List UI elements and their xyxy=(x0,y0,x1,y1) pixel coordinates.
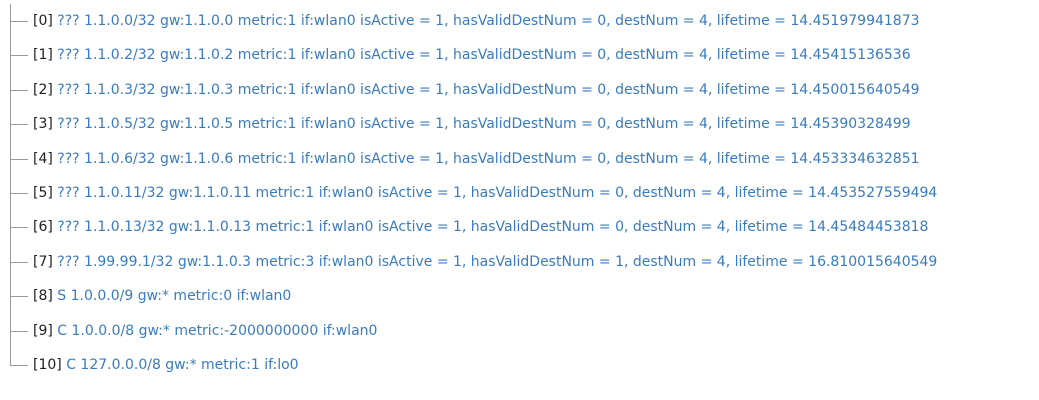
tree-row-10[interactable]: [10] C 127.0.0.0/8 gw:* metric:1 if:lo0 xyxy=(0,347,1039,382)
tree-row-3[interactable]: [3] ??? 1.1.0.5/32 gw:1.1.0.5 metric:1 i… xyxy=(0,107,1039,142)
tree-row-4[interactable]: [4] ??? 1.1.0.6/32 gw:1.1.0.6 metric:1 i… xyxy=(0,141,1039,176)
routing-table-tree: [0] ??? 1.1.0.0/32 gw:1.1.0.0 metric:1 i… xyxy=(0,4,1039,382)
route-entry: ??? 1.1.0.0/32 gw:1.1.0.0 metric:1 if:wl… xyxy=(57,13,920,29)
row-index: [3] xyxy=(33,116,53,133)
row-index: [4] xyxy=(33,150,53,167)
tree-row-5[interactable]: [5] ??? 1.1.0.11/32 gw:1.1.0.11 metric:1… xyxy=(0,175,1039,211)
tree-row-2[interactable]: [2] ??? 1.1.0.3/32 gw:1.1.0.3 metric:1 i… xyxy=(0,72,1039,108)
tree-row-6[interactable]: [6] ??? 1.1.0.13/32 gw:1.1.0.13 metric:1… xyxy=(0,210,1039,245)
route-entry: ??? 1.1.0.6/32 gw:1.1.0.6 metric:1 if:wl… xyxy=(57,150,920,167)
row-index: [7] xyxy=(33,253,53,270)
tree-branch-line xyxy=(10,347,30,382)
row-index: [0] xyxy=(33,13,53,29)
route-entry: ??? 1.1.0.2/32 gw:1.1.0.2 metric:1 if:wl… xyxy=(57,47,911,64)
tree-branch-line xyxy=(10,72,30,108)
tree-branch-line xyxy=(10,107,30,142)
row-index: [8] xyxy=(33,288,53,305)
tree-branch-line xyxy=(10,4,30,39)
route-entry: ??? 1.1.0.3/32 gw:1.1.0.3 metric:1 if:wl… xyxy=(57,81,920,98)
tree-branch-line xyxy=(10,38,30,73)
tree-branch-line xyxy=(10,313,30,348)
route-entry: S 1.0.0.0/9 gw:* metric:0 if:wlan0 xyxy=(57,288,292,305)
tree-branch-line xyxy=(10,141,30,176)
row-index: [9] xyxy=(33,322,53,339)
tree-row-1[interactable]: [1] ??? 1.1.0.2/32 gw:1.1.0.2 metric:1 i… xyxy=(0,38,1039,73)
row-index: [10] xyxy=(33,356,62,373)
route-entry: C 127.0.0.0/8 gw:* metric:1 if:lo0 xyxy=(66,356,299,373)
route-entry: ??? 1.1.0.13/32 gw:1.1.0.13 metric:1 if:… xyxy=(57,219,929,236)
row-index: [6] xyxy=(33,219,53,236)
route-entry: C 1.0.0.0/8 gw:* metric:-2000000000 if:w… xyxy=(57,322,378,339)
tree-row-7[interactable]: [7] ??? 1.99.99.1/32 gw:1.1.0.3 metric:3… xyxy=(0,244,1039,280)
tree-branch-line xyxy=(10,279,30,314)
row-index: [1] xyxy=(33,47,53,64)
row-index: [2] xyxy=(33,81,53,98)
route-entry: ??? 1.99.99.1/32 gw:1.1.0.3 metric:3 if:… xyxy=(57,253,938,270)
tree-branch-line xyxy=(10,210,30,245)
tree-row-8[interactable]: [8] S 1.0.0.0/9 gw:* metric:0 if:wlan0 xyxy=(0,279,1039,314)
route-entry: ??? 1.1.0.5/32 gw:1.1.0.5 metric:1 if:wl… xyxy=(57,116,911,133)
tree-row-0[interactable]: [0] ??? 1.1.0.0/32 gw:1.1.0.0 metric:1 i… xyxy=(0,4,1039,39)
row-index: [5] xyxy=(33,184,53,201)
route-entry: ??? 1.1.0.11/32 gw:1.1.0.11 metric:1 if:… xyxy=(57,184,938,201)
tree-branch-line xyxy=(10,244,30,280)
tree-branch-line xyxy=(10,175,30,211)
tree-row-9[interactable]: [9] C 1.0.0.0/8 gw:* metric:-2000000000 … xyxy=(0,313,1039,348)
